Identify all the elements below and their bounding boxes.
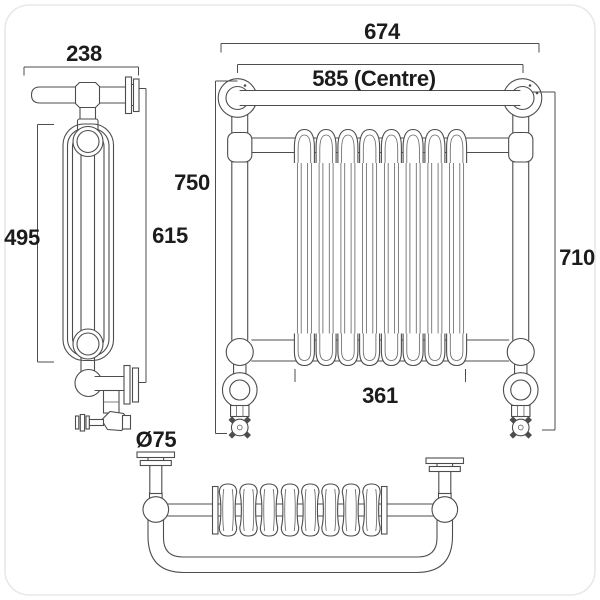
dim-label-wall-bracket-diameter: Ø75 <box>136 427 177 452</box>
dim-238: 238 <box>23 41 139 76</box>
dim-label-rail-centres: 585 (Centre) <box>312 66 436 91</box>
front-towel-rail <box>239 89 521 107</box>
dim-label-overall-height: 750 <box>174 170 210 195</box>
plan-left-end-plate <box>211 485 219 535</box>
dim-615: 615 <box>138 88 188 383</box>
card-border <box>4 4 596 596</box>
side-top-flange <box>124 76 140 115</box>
front-left-upright <box>222 106 257 437</box>
front-header-pipes <box>251 137 510 362</box>
dim-495: 495 <box>4 124 54 363</box>
plan-view <box>136 451 465 574</box>
dim-674: 674 <box>220 19 540 53</box>
dim-label-column-height: 495 <box>4 225 40 250</box>
plan-right-flange <box>425 457 465 473</box>
front-right-upright <box>503 106 538 437</box>
plan-u-rail <box>147 514 454 574</box>
dim-710: 710 <box>532 91 595 431</box>
dim-label-radiator-width: 361 <box>362 383 398 408</box>
dim-label-side-depth: 238 <box>66 41 102 66</box>
plan-right-ball <box>431 492 459 523</box>
plan-left-flange <box>136 451 176 467</box>
side-valve <box>74 389 132 432</box>
dimensions: 238 674 585 (Centre) 495 615 750 710 36 <box>4 19 595 452</box>
side-view <box>30 76 140 432</box>
plan-left-ball <box>142 492 170 523</box>
plan-through-pipe <box>162 503 438 517</box>
dim-361: 361 <box>294 369 466 408</box>
dim-label-overall-width: 674 <box>364 19 401 44</box>
front-view <box>217 78 543 437</box>
plan-stems <box>149 461 452 495</box>
plan-right-end-plate <box>380 485 388 535</box>
side-t-joint <box>74 81 101 109</box>
plan-radiator-sections <box>218 483 381 537</box>
dim-585: 585 (Centre) <box>237 64 524 91</box>
dim-valve-diameter: Ø75 <box>136 427 177 452</box>
dim-750: 750 <box>174 80 238 434</box>
dim-label-fixing-centres-height: 615 <box>152 223 188 248</box>
side-bottom-pipe <box>74 364 140 405</box>
front-radiator-sections <box>293 128 468 367</box>
side-column <box>62 123 115 378</box>
dim-label-height-to-rail: 710 <box>559 245 595 270</box>
